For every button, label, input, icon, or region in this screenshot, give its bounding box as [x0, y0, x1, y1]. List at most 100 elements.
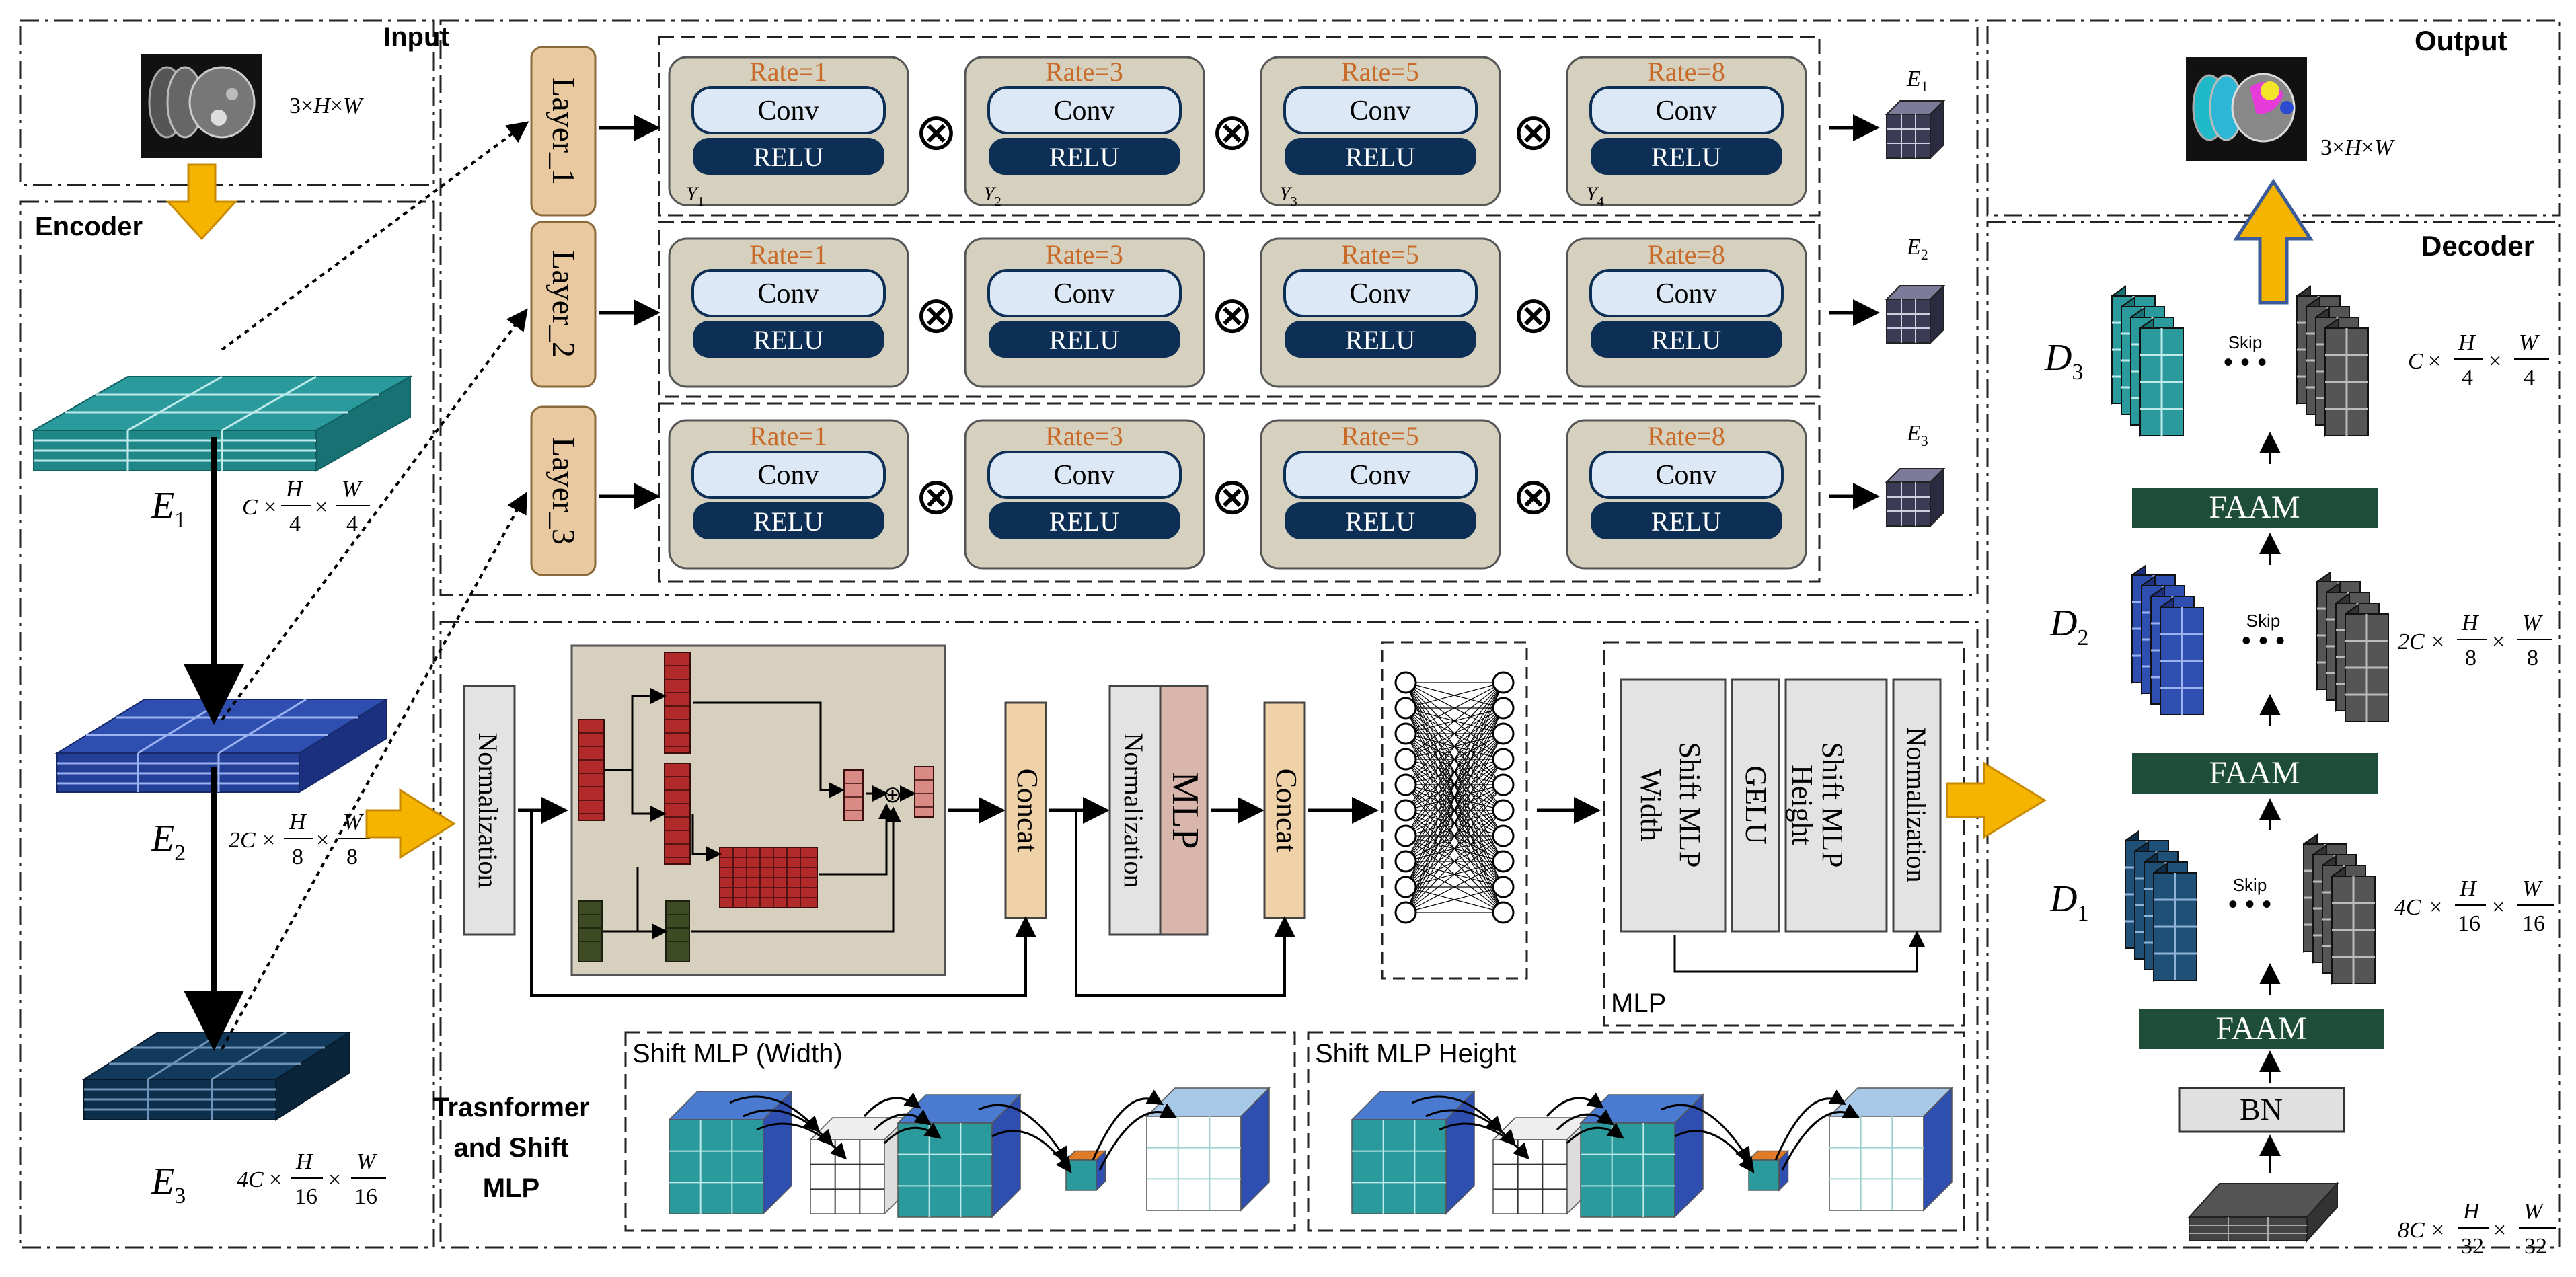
faam-box-3: [2132, 488, 2378, 528]
faam-label-2: FAAM: [2209, 755, 2300, 791]
shift-mlp-height-title: Shift MLP Height: [1315, 1039, 1516, 1069]
dilated-block: Rate=1 Conv RELU: [668, 237, 909, 388]
svg-text:4: 4: [2462, 365, 2473, 390]
mlp-block-label: MLP: [1611, 989, 1666, 1018]
encoder-block-e2: E2 2C × H 8 × W 8: [54, 698, 389, 869]
d2-feature-left: [2131, 564, 2204, 716]
normalization-label: Normalization: [473, 732, 503, 888]
svg-text:W: W: [2522, 876, 2543, 901]
mlp-box: [1159, 685, 1209, 936]
layer-1-pill: [530, 46, 597, 217]
svg-text:Conv: Conv: [1349, 460, 1410, 491]
shift-mlp-height-panel: Shift MLP Height: [1307, 1031, 1965, 1232]
svg-text:Rate=1: Rate=1: [749, 239, 827, 270]
multiply-icon: ⊗: [1512, 469, 1555, 525]
nn-node: [1394, 773, 1417, 796]
svg-text:4C: 4C: [237, 1167, 264, 1192]
encoder-title: Encoder: [35, 212, 143, 241]
svg-text:×: ×: [2431, 629, 2444, 654]
row-output-cubes: E1 E2 E3: [1885, 67, 1946, 528]
svg-text:4C: 4C: [2394, 895, 2421, 920]
svg-text:W: W: [356, 1149, 377, 1174]
svg-text:H: H: [289, 810, 307, 835]
encoder-skip-lines: [221, 121, 529, 1050]
output-shape: 3×H×W: [2320, 135, 2395, 160]
transformer-to-decoder-arrow: [1946, 761, 2047, 839]
layer-3-label: Layer_3: [545, 437, 581, 545]
nn-node: [1394, 722, 1417, 745]
dilated-panel: [439, 19, 1979, 596]
svg-text:4: 4: [289, 512, 301, 537]
svg-text:W: W: [2524, 1199, 2544, 1224]
svg-text:Rate=1: Rate=1: [749, 421, 827, 451]
transformer-section: Normalization: [432, 641, 2047, 1232]
d3-skip-dots: • • •: [2224, 348, 2267, 377]
decoder-d1-label: D1: [2049, 878, 2088, 926]
encoder-e2-label: E2: [151, 818, 186, 865]
svg-text:Conv: Conv: [1053, 278, 1114, 309]
faam-box-1: [2139, 1009, 2384, 1049]
multiply-icon: ⊗: [915, 104, 958, 161]
dilated-block: Rate=5 Conv RELU: [1260, 419, 1501, 570]
row-1-blocks: Rate=1 Conv RELU Y1 Rate=3 Conv RELU Y2 …: [668, 56, 1807, 209]
nn-node: [1492, 671, 1515, 694]
row-3-blocks: Rate=1 Conv RELU Rate=3 Conv RELU Rate=5…: [668, 419, 1807, 570]
d1-feature-left: [2125, 830, 2197, 982]
dilated-block: Rate=5 Conv RELU: [1260, 237, 1501, 388]
nn-node: [1492, 722, 1515, 745]
dilated-block: Rate=8 Conv RELU: [1566, 237, 1807, 388]
residual-line-1: [530, 810, 1036, 997]
d2-shape: 2C × H 8 × W 8: [2398, 611, 2552, 670]
nn-node: [1492, 876, 1515, 898]
input-scan-slices: [148, 66, 256, 139]
cube-icon: [1885, 467, 1946, 528]
shift-mlp-height-label-2: Height: [1786, 765, 1819, 845]
svg-text:W: W: [2519, 330, 2540, 355]
nn-node: [1492, 773, 1515, 796]
d3-skip-label: Skip: [2228, 332, 2263, 352]
dilated-block: Rate=5 Conv RELU Y3: [1260, 56, 1501, 209]
faam-label-3: FAAM: [2209, 490, 2300, 525]
multiply-icons: ⊗ ⊗ ⊗ ⊗ ⊗ ⊗ ⊗ ⊗ ⊗: [915, 104, 1555, 525]
svg-text:Conv: Conv: [1655, 95, 1716, 126]
shift-mlp-width-panel: Shift MLP (Width): [624, 1031, 1296, 1232]
dilated-block: Rate=1 Conv RELU Y1: [668, 56, 909, 209]
svg-text:16: 16: [354, 1184, 377, 1209]
svg-text:32: 32: [2524, 1234, 2547, 1259]
svg-text:×: ×: [315, 495, 328, 520]
svg-text:Rate=5: Rate=5: [1341, 56, 1419, 87]
nn-node: [1394, 876, 1417, 898]
svg-text:RELU: RELU: [1049, 142, 1120, 172]
encoder-block-e3: E3 4C × H 16 × W 16: [81, 1031, 386, 1209]
svg-text:RELU: RELU: [753, 142, 824, 172]
svg-text:H: H: [2461, 611, 2480, 635]
layer-1-label: Layer_1: [545, 77, 581, 185]
nn-node: [1394, 850, 1417, 873]
shift-mlp-width-label: Shift MLP: [1673, 742, 1706, 867]
encoder-to-transformer-arrow: [365, 788, 456, 859]
dilated-block: Rate=3 Conv RELU: [964, 237, 1205, 388]
multiply-icon: ⊗: [1512, 104, 1555, 161]
svg-text:H: H: [2459, 876, 2478, 901]
svg-text:Rate=3: Rate=3: [1045, 56, 1123, 87]
d2-feature-right: [2316, 571, 2389, 723]
svg-text:C: C: [242, 495, 258, 520]
svg-text:8C: 8C: [2398, 1218, 2425, 1243]
svg-text:Conv: Conv: [757, 95, 819, 126]
nn-node: [1492, 748, 1515, 771]
svg-text:RELU: RELU: [1345, 506, 1416, 537]
nn-node: [1394, 671, 1417, 694]
svg-text:×: ×: [2493, 1218, 2506, 1243]
svg-text:Conv: Conv: [1655, 460, 1716, 491]
svg-text:H: H: [295, 1149, 314, 1174]
mlp-normalization-box: [1108, 685, 1162, 936]
shift-mlp-block: MLP Shift MLP Width GELU Shift MLP Heigh…: [1603, 641, 1965, 1027]
decoder-to-output-arrow: [2233, 178, 2314, 305]
faam-label-1: FAAM: [2215, 1011, 2306, 1046]
residual-line-2: [1075, 810, 1295, 997]
output-title: Output: [2415, 25, 2507, 56]
svg-text:×: ×: [264, 495, 276, 520]
svg-text:W: W: [2522, 611, 2543, 635]
input-panel: [19, 19, 435, 186]
